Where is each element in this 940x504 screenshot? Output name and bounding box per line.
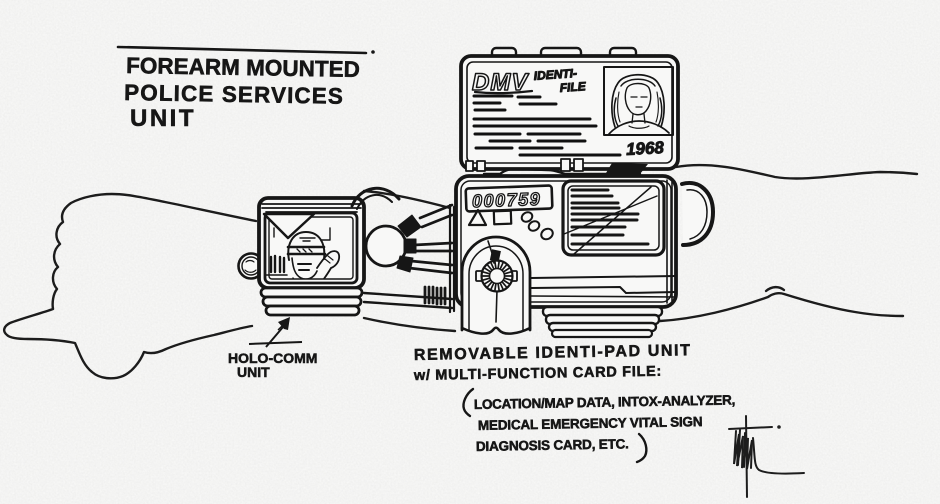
svg-text:MEDICAL EMERGENCY VITAL SIGN: MEDICAL EMERGENCY VITAL SIGN [478, 414, 703, 433]
svg-text:FILE: FILE [559, 79, 587, 95]
svg-text:UNIT: UNIT [130, 105, 196, 132]
svg-text:REMOVABLE IDENTI-PAD UNIT: REMOVABLE IDENTI-PAD UNIT [414, 342, 692, 364]
svg-text:IDENTI-: IDENTI- [533, 66, 577, 83]
svg-text:HOLO-COMM: HOLO-COMM [228, 350, 317, 366]
svg-text:FOREARM MOUNTED: FOREARM MOUNTED [126, 53, 360, 82]
svg-text:000759: 000759 [472, 189, 542, 211]
svg-text:UNIT: UNIT [237, 364, 270, 380]
svg-text:LOCATION/MAP DATA, INTOX-ANALY: LOCATION/MAP DATA, INTOX-ANALYZER, [474, 392, 735, 412]
svg-text:POLICE SERVICES: POLICE SERVICES [124, 80, 344, 109]
svg-text:DIAGNOSIS CARD, ETC.: DIAGNOSIS CARD, ETC. [476, 436, 629, 454]
svg-text:w/ MULTI-FUNCTION CARD FILE:: w/ MULTI-FUNCTION CARD FILE: [413, 364, 662, 384]
svg-text:1968: 1968 [626, 138, 665, 159]
